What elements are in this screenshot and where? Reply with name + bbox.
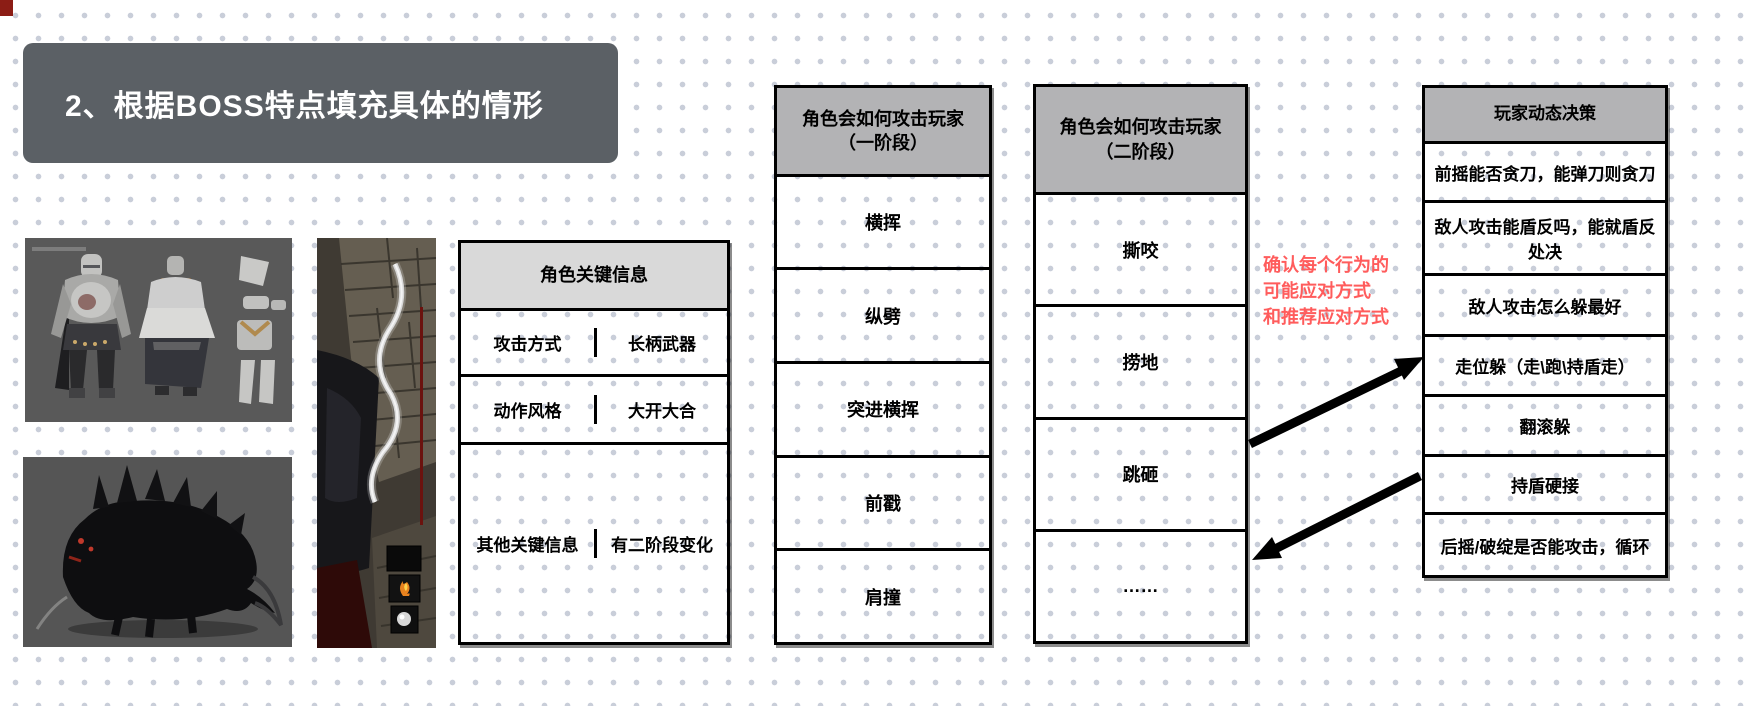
phase2-title-line2: （二阶段） <box>1095 141 1186 162</box>
table-row: 捞地 <box>1036 304 1245 416</box>
phase1-table-header: 角色会如何攻击玩家 （一阶段） <box>777 88 989 174</box>
table-row: …… <box>1036 528 1245 641</box>
table-row: 后摇/破绽是否能攻击，循环 <box>1425 512 1665 575</box>
phase1-title-line2: （一阶段） <box>838 132 928 153</box>
table-row: 其他关键信息 有二阶段变化 <box>461 441 727 642</box>
table-row: 动作风格 大开大合 <box>461 374 727 442</box>
knight-armor-art <box>25 238 292 422</box>
key-cell-value: 长柄武器 <box>594 327 727 357</box>
boss-battle-screenshot-image <box>317 238 436 648</box>
key-cell-value: 大开大合 <box>594 394 727 424</box>
table-row: 持盾硬接 <box>1425 453 1665 513</box>
key-info-table-header: 角色关键信息 <box>461 243 727 308</box>
arrow-to-decision-table <box>1248 357 1424 449</box>
beast-art <box>23 457 292 647</box>
table-row: 跳砸 <box>1036 416 1245 529</box>
arrow-to-phase2-table <box>1252 471 1423 560</box>
table-row: 敌人攻击怎么躲最好 <box>1425 273 1665 333</box>
decision-table-header: 玩家动态决策 <box>1425 88 1665 142</box>
boss-phase2-concept-art-image <box>23 457 292 647</box>
annotation-note: 确认每个行为的 可能应对方式 和推荐应对方式 <box>1263 252 1443 330</box>
table-row: 肩撞 <box>777 548 989 642</box>
phase1-title-line1: 角色会如何攻击玩家 <box>802 108 964 129</box>
phase2-table-header: 角色会如何攻击玩家 （二阶段） <box>1036 87 1245 193</box>
decision-title: 玩家动态决策 <box>1494 104 1596 124</box>
table-row: 横挥 <box>777 173 989 268</box>
annotation-line: 和推荐应对方式 <box>1263 307 1389 327</box>
key-cell-value: 有二阶段变化 <box>594 528 727 558</box>
phase1-attack-table: 角色会如何攻击玩家 （一阶段） 横挥 纵劈 突进横挥 前戳 肩撞 <box>774 85 992 645</box>
table-row: 攻击方式 长柄武器 <box>461 307 727 375</box>
table-row: 翻滚躲 <box>1425 394 1665 453</box>
phase2-title-line1: 角色会如何攻击玩家 <box>1059 117 1222 138</box>
key-info-title: 角色关键信息 <box>540 265 648 286</box>
battle-screenshot-art <box>317 238 436 648</box>
table-row: 前摇能否贪刀，能弹刀则贪刀 <box>1425 141 1665 200</box>
table-row: 走位躲（走\跑\持盾走） <box>1425 333 1665 394</box>
table-row: 突进横挥 <box>777 361 989 455</box>
annotation-line: 确认每个行为的 <box>1263 255 1389 275</box>
annotation-line: 可能应对方式 <box>1263 281 1371 301</box>
corner-accent-square <box>0 0 13 16</box>
player-decision-table: 玩家动态决策 前摇能否贪刀，能弹刀则贪刀 敌人攻击能盾反吗，能就盾反处决 敌人攻… <box>1422 85 1668 578</box>
phase2-attack-table: 角色会如何攻击玩家 （二阶段） 撕咬 捞地 跳砸 …… <box>1033 84 1248 644</box>
table-row: 前戳 <box>777 454 989 549</box>
key-cell-label: 其他关键信息 <box>476 535 579 555</box>
title-banner: 2、根据BOSS特点填充具体的情形 <box>23 43 618 163</box>
key-info-table: 角色关键信息 攻击方式 长柄武器 动作风格 大开大合 其他关键信息 有二阶段变化 <box>458 240 730 645</box>
table-row: 撕咬 <box>1036 192 1245 304</box>
table-row: 纵劈 <box>777 267 989 361</box>
key-cell-label: 攻击方式 <box>493 334 562 354</box>
boss-phase1-concept-art-image <box>25 238 292 422</box>
key-cell-label: 动作风格 <box>493 401 562 421</box>
table-row: 敌人攻击能盾反吗，能就盾反处决 <box>1425 199 1665 274</box>
page-title: 2、根据BOSS特点填充具体的情形 <box>65 90 544 123</box>
